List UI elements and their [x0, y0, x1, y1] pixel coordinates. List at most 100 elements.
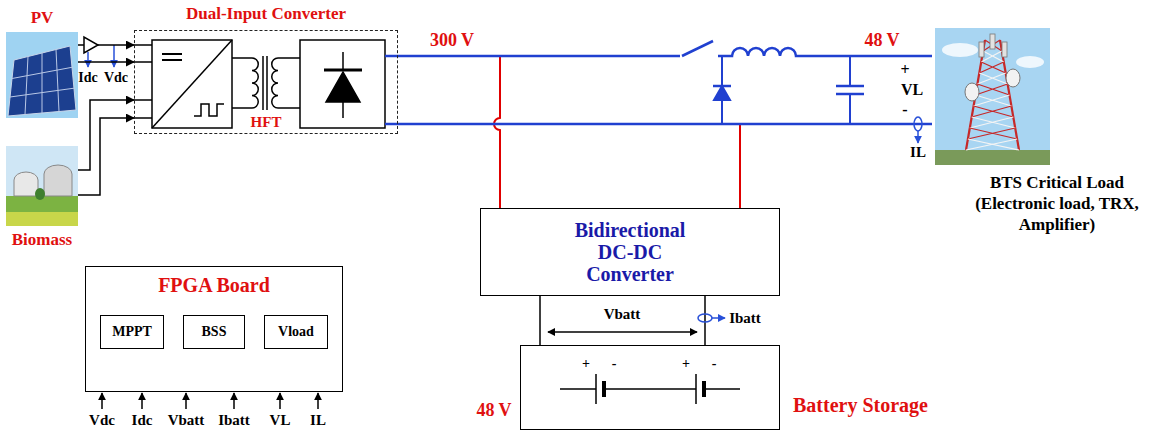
current-sensor-symbol	[698, 314, 712, 322]
signal-name: Vdc	[89, 413, 115, 428]
bts-tower-picture	[966, 139, 1019, 150]
voltage-arrow	[548, 331, 697, 333]
polarity-sign: +	[682, 357, 690, 371]
sensing-arrow	[87, 52, 89, 67]
input-wire	[134, 99, 152, 101]
control-block: BSS	[183, 315, 245, 349]
input-wire	[134, 44, 152, 46]
battery-box: Battery Storage	[520, 345, 780, 430]
transformer-symbol	[232, 58, 258, 108]
bts-tower-picture	[935, 28, 1050, 165]
box-label: Bidirectional DC-DC Converter	[555, 219, 705, 285]
box-title: FPGA Board	[86, 273, 342, 297]
bts-tower-picture	[935, 150, 1050, 165]
signal-name: Ibatt	[729, 311, 761, 326]
bts-tower-picture	[979, 62, 1005, 73]
bts-tower-picture	[974, 95, 1012, 106]
load-name: BTS Critical Load (Electronic load, TRX,…	[960, 172, 1154, 235]
battery-cell-symbol	[560, 374, 740, 404]
current-sensor-symbol	[914, 117, 922, 131]
biomass-plant-picture	[35, 188, 45, 200]
group-title: Dual-Input Converter	[135, 4, 397, 24]
voltage-arrow	[548, 331, 697, 333]
battery-cell-symbol	[602, 381, 606, 397]
controller-input-arrow	[141, 393, 143, 409]
pv-panel-picture	[25, 57, 28, 115]
voltage-value: 48 V	[864, 31, 899, 49]
pv-panel-picture	[56, 50, 59, 112]
inductor-symbol	[728, 40, 804, 60]
signal-name: IL	[910, 145, 926, 160]
bts-tower-picture	[968, 128, 1017, 139]
sensing-arrow	[712, 317, 725, 319]
bus-wire	[385, 56, 398, 124]
battery-cell-symbol	[595, 374, 597, 404]
input-arrow	[78, 61, 134, 63]
transformer-symbol	[272, 58, 300, 108]
sensing-arrow	[113, 45, 115, 67]
battery-cell-symbol	[560, 388, 596, 390]
input-arrow	[78, 118, 134, 195]
source-name: Biomass	[12, 230, 72, 250]
battery-cell-symbol	[695, 374, 697, 404]
bts-tower-picture	[965, 83, 979, 101]
current-sensor-symbol	[698, 117, 922, 322]
signal-name: Vbatt	[604, 307, 641, 322]
controller-input-arrow	[317, 393, 319, 409]
controller-input-arrow	[279, 393, 281, 409]
diode-symbol	[713, 56, 731, 124]
bts-tower-picture	[976, 84, 1010, 95]
transformer-symbol	[266, 56, 268, 110]
transformer-symbol	[262, 56, 264, 110]
switch-symbol	[680, 41, 718, 60]
polarity-sign: +	[900, 62, 909, 78]
amplifier-symbol	[84, 37, 98, 53]
converter-symbol	[152, 40, 232, 128]
pv-panel-picture	[8, 46, 76, 116]
converter-symbol	[152, 40, 232, 128]
controller-board: FPGA BoardMPPT BSS Vload	[85, 266, 343, 392]
controller-input-arrow	[102, 393, 318, 409]
control-block: Vload	[264, 315, 328, 349]
diode-symbol	[713, 85, 731, 88]
input-wire	[134, 117, 152, 119]
box-title: Battery Storage	[793, 394, 928, 416]
biomass-plant-picture	[44, 165, 72, 196]
transformer-symbol	[232, 56, 300, 110]
block-label: MPPT	[112, 324, 152, 340]
rectifier-symbol	[300, 40, 385, 128]
signal-name: Idc	[132, 413, 153, 428]
rectifier-symbol	[300, 40, 385, 128]
block-label: BSS	[202, 324, 227, 340]
converter-symbol	[194, 104, 224, 116]
dc-bus-wire	[398, 123, 932, 126]
capacitor-symbol	[849, 56, 851, 86]
biomass-plant-picture	[6, 196, 78, 226]
pv-panel-picture	[12, 67, 72, 78]
battery-cell-symbol	[604, 388, 696, 390]
part-name: HFT	[251, 115, 282, 130]
pv-panel-picture	[42, 53, 43, 113]
polarity-sign: -	[612, 357, 617, 371]
converter-symbol	[162, 53, 182, 55]
bts-tower-picture	[979, 42, 984, 57]
pv-panel-picture	[10, 50, 74, 115]
bts-tower-picture	[1006, 69, 1020, 87]
signal-name: Vbatt	[168, 413, 205, 428]
bts-tower-picture	[966, 40, 985, 150]
bus-wire	[385, 55, 398, 58]
pv-panel-picture	[6, 32, 78, 118]
biomass-plant-picture	[14, 172, 38, 196]
amplifier-symbol	[84, 37, 98, 53]
battery-wire	[704, 296, 706, 345]
battery-cell-symbol	[702, 381, 706, 397]
converter-box: Bidirectional DC-DC Converter	[480, 208, 780, 296]
bts-tower-picture	[1016, 56, 1044, 68]
rectifier-symbol	[326, 72, 360, 102]
signal-name: Idc	[78, 71, 97, 85]
biomass-plant-picture	[6, 146, 78, 226]
rectifier-symbol	[342, 102, 344, 118]
bts-tower-picture	[972, 106, 1014, 117]
switch-symbol	[682, 41, 713, 56]
block-label: Vload	[278, 324, 314, 340]
